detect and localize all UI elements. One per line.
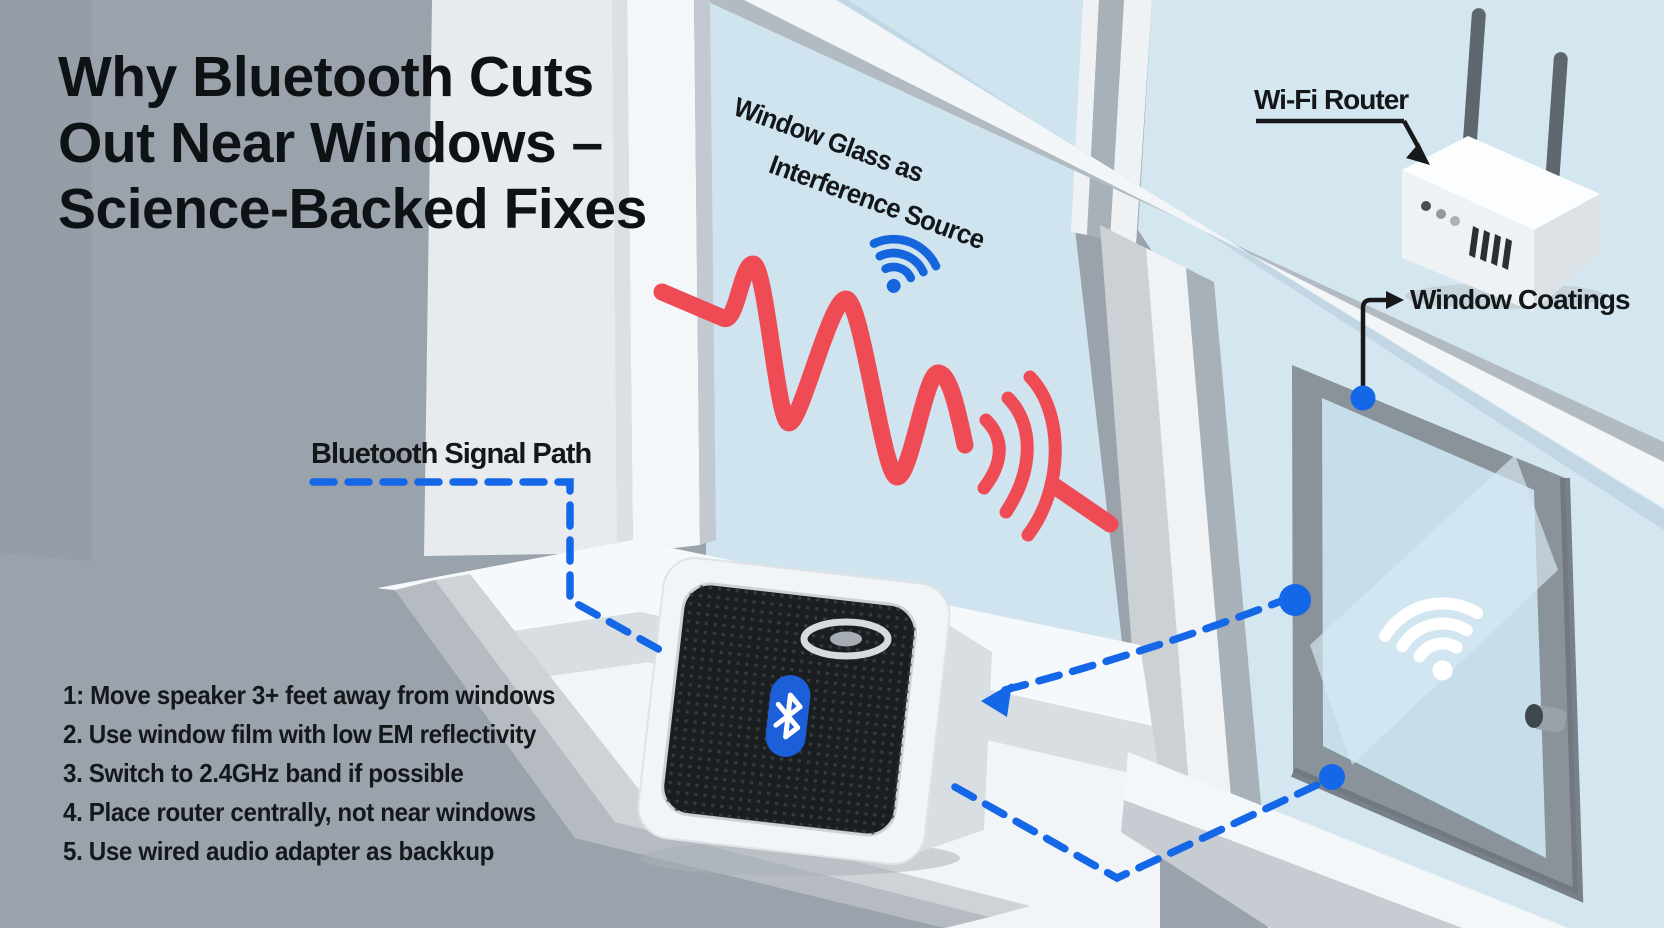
pane-glass-highlight bbox=[1310, 455, 1558, 765]
fix-item-2: 2. Use window film with low EM reflectiv… bbox=[63, 719, 537, 749]
window-left-frame bbox=[627, 0, 716, 553]
fix-item-5: 5. Use wired audio adapter as backkup bbox=[63, 836, 495, 866]
page-title-line-2: Out Near Windows – bbox=[58, 111, 603, 175]
fix-item-3: 3. Switch to 2.4GHz band if possible bbox=[63, 758, 464, 788]
page-title-line-3: Science-Backed Fixes bbox=[58, 177, 647, 241]
signal-path-speaker-to-pane-bottom bbox=[951, 774, 1336, 883]
router-led-2 bbox=[1436, 209, 1446, 219]
router-vents bbox=[1469, 226, 1512, 270]
bluetooth-icon bbox=[773, 692, 803, 740]
coating-dot-top bbox=[1350, 385, 1376, 411]
label-window-coatings: Window Coatings bbox=[1410, 284, 1631, 315]
router-antenna-right bbox=[1544, 52, 1568, 202]
coatings-arrowhead-icon bbox=[1386, 291, 1404, 309]
coated-window-pane bbox=[1291, 365, 1584, 903]
bluetooth-badge bbox=[765, 675, 811, 757]
pane-handle bbox=[1525, 704, 1567, 733]
fixes-list: 1: Move speaker 3+ feet away from window… bbox=[63, 676, 555, 871]
wall-stripe bbox=[424, 0, 633, 556]
label-bluetooth-signal-path: Bluetooth Signal Path bbox=[311, 438, 592, 470]
signal-path-label-to-speaker bbox=[309, 478, 666, 655]
bluetooth-speaker bbox=[637, 557, 992, 876]
router-top-face bbox=[1402, 136, 1600, 230]
router-antenna-left bbox=[1462, 8, 1486, 158]
coatings-label-connector bbox=[1360, 297, 1388, 394]
wifi-coated-icon bbox=[1379, 597, 1484, 681]
router-front-face bbox=[1402, 170, 1534, 312]
coating-dot-left bbox=[1279, 584, 1311, 616]
coating-dot-bottom bbox=[1319, 764, 1345, 790]
window-mullion-lower bbox=[1100, 225, 1262, 815]
wifi-interference-icon bbox=[869, 234, 941, 293]
page-title: Why Bluetooth Cuts Out Near Windows – Sc… bbox=[58, 44, 647, 242]
router-arrowhead-icon bbox=[1406, 143, 1430, 165]
signal-arrowhead-icon bbox=[981, 683, 1012, 717]
router-led-3 bbox=[1450, 216, 1460, 226]
signal-path-pane-to-speaker bbox=[1001, 596, 1288, 694]
router-right-face bbox=[1534, 194, 1600, 312]
interference-wave bbox=[653, 255, 1119, 542]
page-title-line-1: Why Bluetooth Cuts bbox=[58, 45, 594, 109]
wifi-router bbox=[1402, 8, 1605, 312]
label-wifi-router: Wi-Fi Router bbox=[1254, 84, 1409, 115]
fix-item-1: 1: Move speaker 3+ feet away from window… bbox=[63, 680, 556, 710]
bluetooth-signal-paths bbox=[309, 478, 1336, 883]
speaker-top-button bbox=[800, 618, 892, 660]
fix-item-4: 4. Place router centrally, not near wind… bbox=[63, 797, 536, 827]
router-led-1 bbox=[1421, 201, 1431, 211]
